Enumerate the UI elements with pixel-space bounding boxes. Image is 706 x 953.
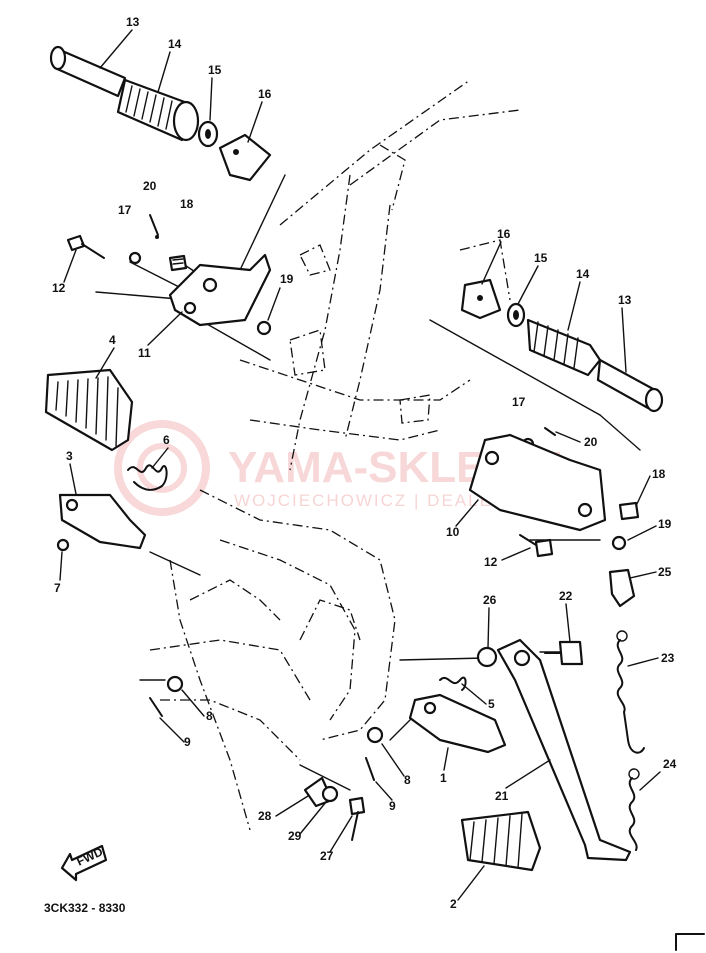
part-2-footpeg-rubber-lower <box>460 810 542 872</box>
label-10: 10 <box>446 525 460 539</box>
part-12-bolt-upper <box>66 234 105 259</box>
label-7: 7 <box>54 581 61 595</box>
label-22: 22 <box>559 589 573 603</box>
label-9-lower: 9 <box>389 799 396 813</box>
label-14-right: 14 <box>576 267 590 281</box>
label-17-upper: 17 <box>118 203 132 217</box>
part-8-pin-lower <box>366 726 384 744</box>
part-24-spring <box>628 768 640 851</box>
part-22-bolt <box>544 640 584 666</box>
part-26-collar <box>476 646 498 668</box>
watermark-subtitle: WOJCIECHOWICZ | DEALER <box>234 491 507 510</box>
label-8-left: 8 <box>206 709 213 723</box>
part-20-cotter-upper <box>149 214 159 239</box>
label-2: 2 <box>450 897 457 911</box>
label-15-right: 15 <box>534 251 548 265</box>
part-17-pin-upper <box>128 251 142 265</box>
part-29-washer <box>321 785 339 803</box>
label-20-right: 20 <box>584 435 598 449</box>
label-15-upper: 15 <box>208 63 222 77</box>
label-5: 5 <box>488 697 495 711</box>
label-12-upper: 12 <box>52 281 66 295</box>
label-29: 29 <box>288 829 302 843</box>
label-leaders <box>59 29 661 901</box>
label-25: 25 <box>658 565 672 579</box>
label-24: 24 <box>663 757 677 771</box>
leader-lines <box>95 174 641 791</box>
part-6-spring <box>127 464 168 491</box>
label-16-upper: 16 <box>258 87 272 101</box>
part-20-cotter-right <box>544 427 556 436</box>
label-8-lower: 8 <box>404 773 411 787</box>
part-15-washer-right <box>506 302 526 328</box>
corner-mark <box>675 933 705 951</box>
part-5-spring-small <box>439 676 467 691</box>
part-1-footrest-bracket-lower <box>408 693 507 754</box>
part-labels: 13 14 15 16 20 17 18 12 19 11 4 6 3 7 16… <box>52 15 677 911</box>
label-19-upper: 19 <box>280 272 294 286</box>
watermark-logo-icon <box>114 420 210 516</box>
label-1: 1 <box>440 771 447 785</box>
part-10-footrest-bracket-right <box>468 433 607 532</box>
label-3: 3 <box>66 449 73 463</box>
part-23-spring <box>616 630 645 754</box>
diagram-code: 3CK332 - 8330 <box>44 901 126 915</box>
part-16-bracket-right <box>460 278 502 320</box>
label-20-upper: 20 <box>143 179 157 193</box>
part-13-pin-right <box>596 358 664 413</box>
label-18-upper: 18 <box>180 197 194 211</box>
label-21: 21 <box>495 789 509 803</box>
part-9-cotter-lower <box>365 757 375 781</box>
label-11: 11 <box>138 346 151 360</box>
part-18-spring-right <box>618 501 640 521</box>
part-8-pin-left <box>166 675 184 693</box>
label-28: 28 <box>258 809 272 823</box>
label-9-left: 9 <box>184 735 191 749</box>
part-25-plate <box>608 568 636 608</box>
part-18-spring-upper <box>168 254 188 272</box>
part-19-washer-upper <box>256 320 272 336</box>
label-13-upper: 13 <box>126 15 140 29</box>
part-19-washer-right <box>611 535 627 551</box>
label-14-upper: 14 <box>168 37 182 51</box>
label-12-right: 12 <box>484 555 498 569</box>
part-7-washer <box>56 538 70 552</box>
label-27: 27 <box>320 849 334 863</box>
label-17-right: 17 <box>512 395 526 409</box>
part-14-footrest-rubber-right <box>526 318 602 377</box>
label-26: 26 <box>483 593 497 607</box>
part-14-footrest-rubber-upper <box>116 78 200 142</box>
part-13-pin-upper <box>49 45 127 98</box>
part-27-bolt <box>348 796 366 841</box>
label-19-right: 19 <box>658 517 672 531</box>
frame-outline <box>149 79 521 831</box>
watermark-logo-inner-icon <box>137 443 187 493</box>
part-11-footrest-bracket-upper <box>168 253 272 327</box>
label-4: 4 <box>109 333 116 347</box>
label-16-right: 16 <box>497 227 511 241</box>
part-12-bolt-right <box>519 534 554 558</box>
label-13-right: 13 <box>618 293 632 307</box>
part-16-bracket-upper <box>218 133 272 182</box>
part-21-sidestand <box>496 638 632 862</box>
part-15-washer-upper <box>197 120 219 148</box>
part-4-footpeg-rubber <box>44 368 134 452</box>
label-23: 23 <box>661 651 675 665</box>
part-9-cotter-left <box>149 697 163 717</box>
part-3-footrest-bracket <box>58 493 147 550</box>
fwd-arrow-icon: FWD <box>60 844 108 882</box>
label-18-right: 18 <box>652 467 666 481</box>
label-6: 6 <box>163 433 170 447</box>
